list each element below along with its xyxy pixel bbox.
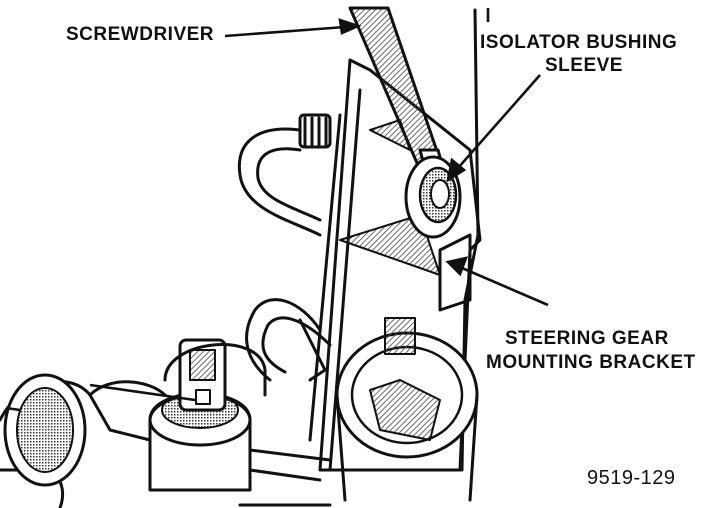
arrow-bracket <box>461 266 549 307</box>
bracket-shadow-edge <box>328 88 362 472</box>
arrow-sensor-wire <box>89 383 196 402</box>
label-bracket-line1: STEERING GEAR <box>505 328 669 349</box>
label-screwdriver: SCREWDRIVER <box>66 24 215 45</box>
bushing-hole <box>430 179 450 209</box>
bracket-shade-lower <box>339 214 441 276</box>
port-tab <box>384 317 416 355</box>
bracket-inner-edge <box>308 113 342 442</box>
figure-number: 9519-129 <box>587 467 676 489</box>
arrow-bushing <box>457 74 541 169</box>
hose-loop <box>245 298 332 382</box>
screwdriver-shaft <box>348 6 442 172</box>
sensor-collar <box>163 343 267 397</box>
label-isolator-line1: ISOLATOR BUSHING <box>480 32 678 53</box>
bracket-right-flange <box>438 233 472 312</box>
tube-fitting <box>298 113 332 149</box>
hydraulic-tube <box>237 127 322 237</box>
port-inner-shade <box>369 379 441 441</box>
base-lines <box>238 448 332 507</box>
label-isolator-line2: SLEEVE <box>545 55 623 76</box>
arrow-screwdriver <box>224 25 346 38</box>
label-bracket-line2: MOUNTING BRACKET <box>486 352 696 373</box>
